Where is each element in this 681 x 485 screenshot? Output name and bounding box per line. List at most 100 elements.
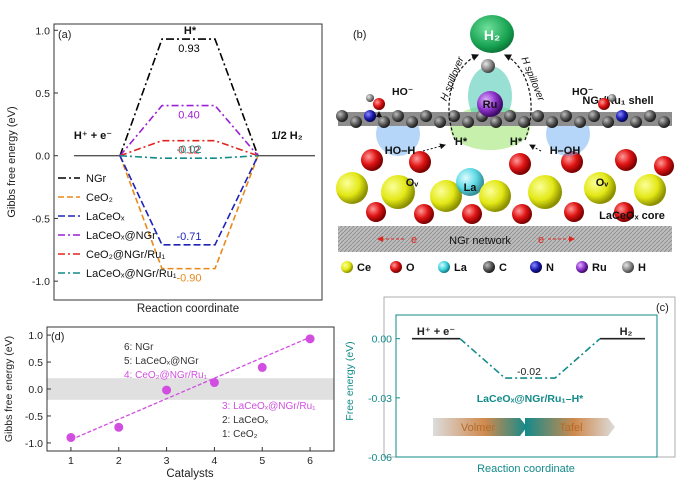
value-label: 0.93 <box>178 43 199 55</box>
panel-c-energy-path <box>412 337 645 379</box>
o-atom <box>512 204 532 224</box>
c-atom <box>532 110 544 122</box>
o-atom <box>561 151 583 173</box>
ngr-network-label: NGr network <box>449 235 511 247</box>
c-atom <box>588 110 600 122</box>
c-atom <box>560 110 572 122</box>
c-atom <box>490 116 502 128</box>
y-tick-label: 0.0 <box>35 151 50 163</box>
energy-path-series <box>119 38 259 157</box>
legend-label: CeO₂ <box>86 192 113 204</box>
panel-c-state-final: H₂ <box>620 326 633 338</box>
core-label: LaCeOₓ core <box>599 210 665 222</box>
catalyst-label: 5: LaCeOₓ@NGr <box>124 356 199 367</box>
hydroxide-h-right <box>608 94 616 102</box>
c-atom <box>378 116 390 128</box>
o-atom <box>564 202 584 222</box>
o-atom <box>615 149 637 171</box>
panel-a-y-ticks: 1.00.50.0-0.5-1.0 <box>32 25 58 288</box>
x-tick-label: 1 <box>68 455 74 467</box>
panel-c-value-label: -0.02 <box>517 366 541 378</box>
legend-atom-swatch <box>530 261 542 273</box>
legend-atom-label: H <box>638 262 646 274</box>
hydroxide-h-left <box>366 94 374 102</box>
c-atom <box>504 110 516 122</box>
legend-atom-label: C <box>499 262 507 274</box>
h2-bubble <box>470 15 514 53</box>
y-tick-label: -0.03 <box>368 393 392 405</box>
c-atom <box>420 110 432 122</box>
panel-c-state-initial: H⁺ + e⁻ <box>417 326 455 338</box>
panel-d-y-axis-label: Gibbs free energy (eV) <box>3 336 15 442</box>
n-atom <box>616 110 628 122</box>
x-tick-label: 5 <box>259 455 265 467</box>
c-atom <box>574 116 586 128</box>
n-atom <box>364 110 376 122</box>
legend-atom-swatch <box>483 261 495 273</box>
tafel-step-label: Tafel <box>559 422 582 434</box>
h-transfer-arrow-right <box>529 144 542 152</box>
y-tick-label: -0.5 <box>32 213 50 225</box>
o-atom <box>462 204 482 224</box>
catalyst-label: 3: LaCeOₓ@NGr/Ru₁ <box>222 401 316 412</box>
panel-a-free-energy-diagram: (a) 1.00.50.0-0.5-1.0 Gibbs free energy … <box>6 23 323 315</box>
panel-a-state-initial: H⁺ + e⁻ <box>74 130 112 142</box>
ce-atom <box>634 174 666 206</box>
o-atom <box>409 151 431 173</box>
hydroxide-o-right <box>598 98 610 110</box>
electron-label-right: e <box>538 234 544 246</box>
data-point <box>162 385 172 395</box>
panel-d-x-axis-label: Catalysts <box>166 468 214 480</box>
y-tick-label: 0.0 <box>28 384 43 396</box>
panel-c-y-ticks: 0.00 -0.03 -0.06 <box>368 334 400 464</box>
ce-atom <box>430 180 462 212</box>
panel-d-label: (d) <box>51 331 64 343</box>
ngr-shell-layer <box>336 110 672 128</box>
h2-label: H₂ <box>484 27 500 43</box>
panel-c-free-energy-diagram: (c) (c) 0.00-0.03-0.06 Free energy (eV) … <box>344 296 676 475</box>
intermediate-path <box>459 338 601 379</box>
legend-atom-label: O <box>406 262 415 274</box>
value-label: -0.90 <box>176 273 201 285</box>
c-atom <box>434 116 446 128</box>
c-atom <box>448 110 460 122</box>
water-label-left: HO–H <box>385 145 416 157</box>
c-atom <box>336 110 348 122</box>
data-point <box>209 378 219 388</box>
data-point <box>114 422 124 432</box>
panel-a-energy-paths <box>74 38 315 270</box>
hydroxide-label-right: HO⁻ <box>572 86 593 98</box>
energy-path-series <box>119 155 259 270</box>
legend-atom-label: La <box>454 262 468 274</box>
y-tick-label: -0.06 <box>368 452 392 464</box>
ce-atom <box>336 172 368 204</box>
x-tick-label: 4 <box>211 455 217 467</box>
water-label-right: H–OH <box>550 145 581 157</box>
panel-a-label: (a) <box>58 29 71 41</box>
panel-a-axes-frame <box>53 23 323 301</box>
panel-c-series-label: LaCeOₓ@NGr/Ru₁–H* <box>477 393 584 405</box>
y-tick-label: 0.00 <box>372 334 393 346</box>
c-atom <box>392 110 404 122</box>
catalyst-label: 4: CeO₂@NGr/Ru₁ <box>124 370 208 381</box>
volmer-step-label: Volmer <box>461 422 496 434</box>
c-atom <box>602 116 614 128</box>
c-atom <box>630 116 642 128</box>
value-label: 0.12 <box>178 145 199 157</box>
y-tick-label: 1.0 <box>28 330 43 342</box>
trend-line <box>70 336 311 441</box>
energy-path-series <box>119 155 259 246</box>
o-atom <box>366 202 386 222</box>
catalyst-label: 2: LaCeOₓ <box>222 415 269 426</box>
hydroxide-label-left: HO⁻ <box>392 86 413 98</box>
legend-atom-swatch <box>341 261 353 273</box>
h-atom <box>481 59 495 73</box>
legend-atom-label: Ru <box>592 262 607 274</box>
tafel-step-arrow <box>525 418 615 436</box>
data-point <box>66 433 76 443</box>
spillover-arrow-right <box>503 54 532 141</box>
h-star-label-left: H* <box>455 136 468 148</box>
